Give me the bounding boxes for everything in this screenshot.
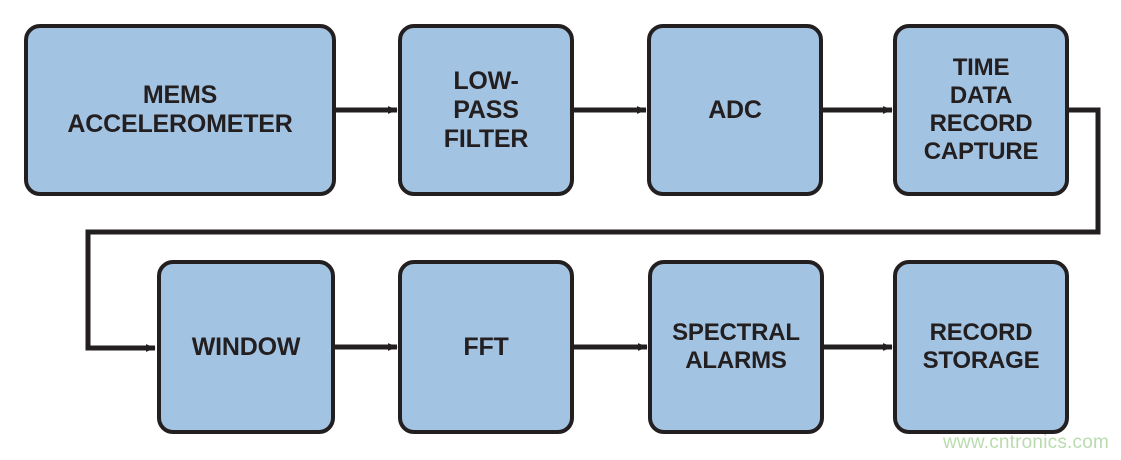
block-label-spectral-alarms: SPECTRAL ALARMS xyxy=(672,319,800,374)
block-record-storage[interactable]: RECORD STORAGE xyxy=(893,260,1069,434)
block-low-pass-filter[interactable]: LOW- PASS FILTER xyxy=(398,24,574,196)
block-spectral-alarms[interactable]: SPECTRAL ALARMS xyxy=(648,260,824,434)
block-label-window: WINDOW xyxy=(191,332,301,361)
block-label-adc: ADC xyxy=(708,95,762,124)
block-label-low-pass-filter: LOW- PASS FILTER xyxy=(443,66,529,153)
block-label-mems-accelerometer: MEMS ACCELEROMETER xyxy=(67,81,293,138)
block-mems-accelerometer[interactable]: MEMS ACCELEROMETER xyxy=(24,24,336,196)
block-adc[interactable]: ADC xyxy=(647,24,823,196)
block-fft[interactable]: FFT xyxy=(398,260,574,434)
block-label-record-storage: RECORD STORAGE xyxy=(922,319,1040,374)
block-label-time-data-record-capture: TIME DATA RECORD CAPTURE xyxy=(923,54,1039,165)
block-label-fft: FFT xyxy=(463,332,509,361)
connector-capture-to-window xyxy=(85,107,1101,352)
block-window[interactable]: WINDOW xyxy=(157,260,335,434)
block-time-data-record-capture[interactable]: TIME DATA RECORD CAPTURE xyxy=(893,24,1069,196)
